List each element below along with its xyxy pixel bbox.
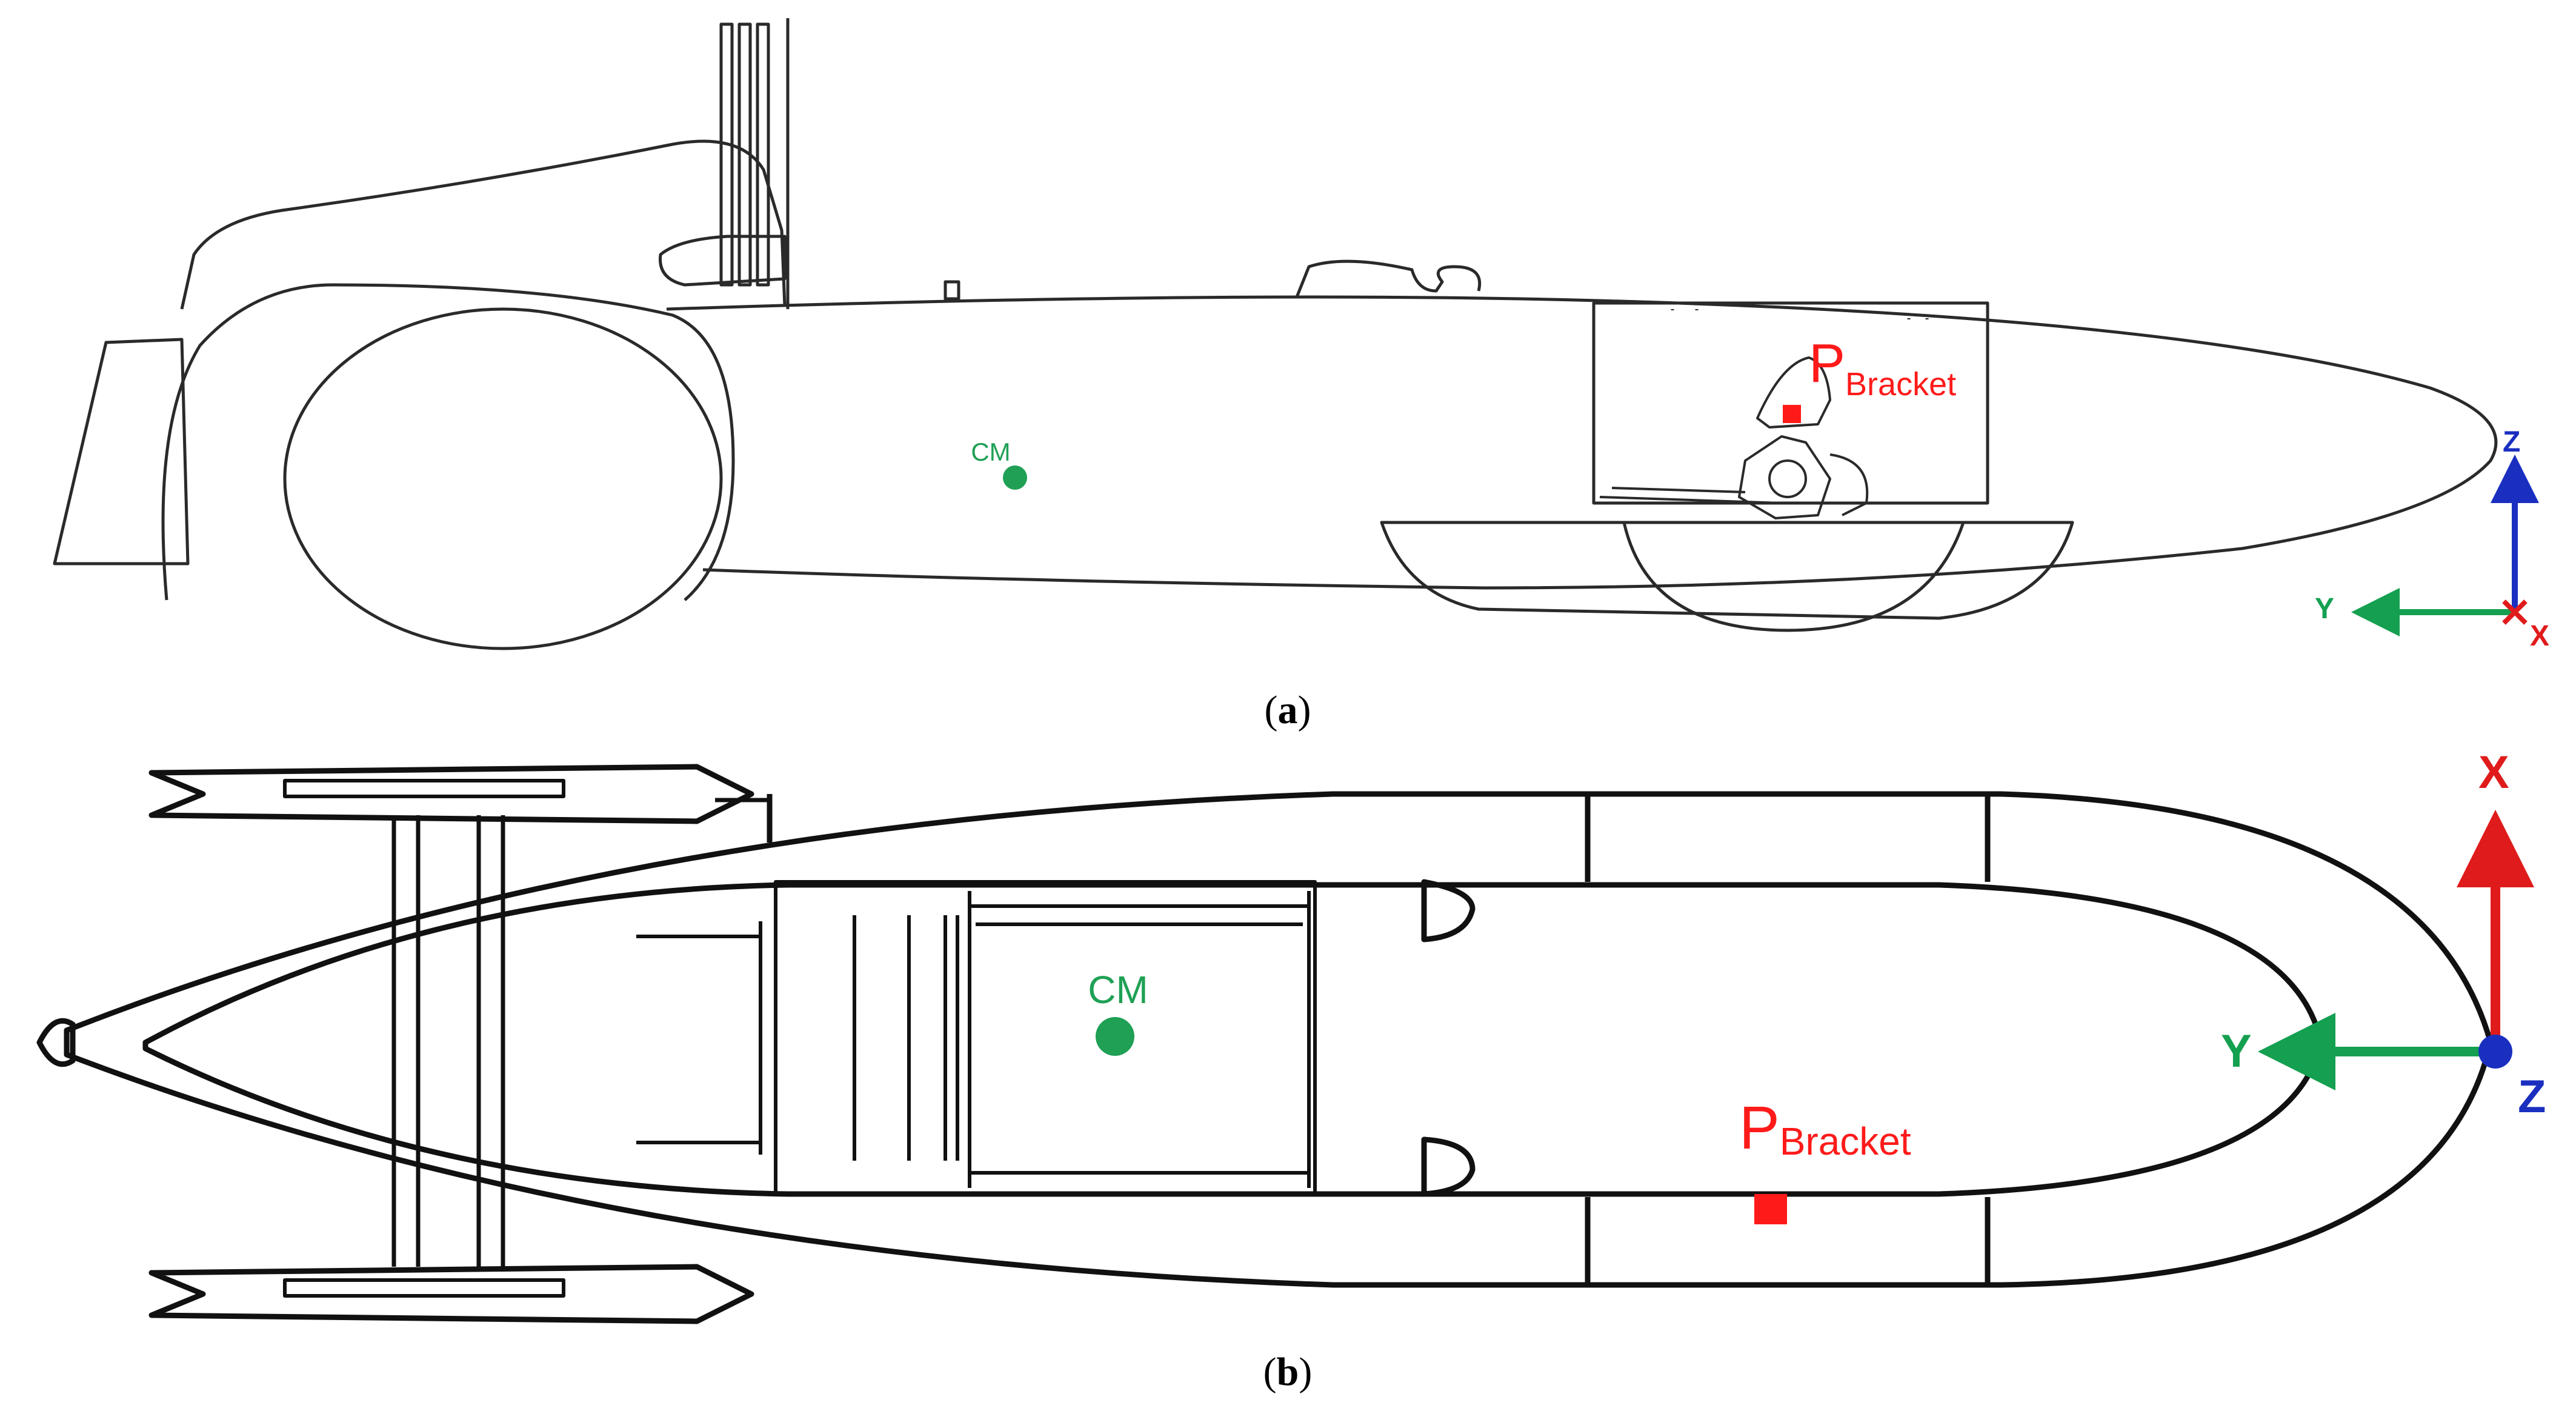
caption-b-close: ): [1299, 1350, 1312, 1394]
front-wheel: [1622, 522, 1965, 632]
main-body: [666, 295, 2498, 590]
canopy: [1295, 259, 1481, 298]
pedal-cap-bottom: [1421, 1136, 1476, 1197]
caption-a-open: (: [1265, 688, 1278, 732]
front-wheel-fairing: [1380, 521, 2074, 620]
upper-fairing: [180, 139, 787, 310]
outer-body: [64, 791, 2494, 1288]
pbracket-sub-a: Bracket: [1845, 366, 1956, 402]
caption-a: (a): [1265, 688, 1311, 732]
caption-b-open: (: [1263, 1350, 1277, 1394]
nose-tip: [36, 1018, 76, 1067]
mirror: [944, 280, 960, 301]
roll-bar-antennas: [719, 18, 790, 309]
chassis-frame: [636, 880, 1317, 1196]
steering-mechanism: [1599, 356, 1869, 519]
bracket-marker-icon: [1783, 405, 1801, 423]
panel-a-side-view: [53, 18, 2498, 650]
pedal-cap-top: [1421, 879, 1476, 942]
front-hatch: [1592, 301, 1989, 505]
panel-b-top-view: [36, 764, 2494, 1324]
caption-b: (b): [1263, 1350, 1313, 1394]
cm-marker-icon: [1003, 465, 1027, 490]
axis-label-y-a: Y: [2315, 593, 2334, 625]
rear-wheel-arch: [161, 283, 735, 601]
pbracket-main-a: P: [1809, 333, 1845, 394]
cm-label-b: CM: [1088, 968, 1148, 1012]
cm-label-a: CM: [971, 438, 1010, 466]
headrest: [659, 235, 787, 287]
axis-label-y-b: Y: [2221, 1026, 2252, 1077]
rear-pod-bottom: [148, 1264, 754, 1324]
caption-b-letter: b: [1277, 1350, 1299, 1394]
axis-label-z-b: Z: [2518, 1071, 2546, 1122]
axis-label-x-a: X: [2530, 620, 2549, 652]
axis-triad-icon: [2351, 455, 2539, 636]
axis-label-z-a: Z: [2503, 426, 2520, 458]
rear-wheel: [283, 307, 723, 650]
cm-marker-b-icon: [1096, 1017, 1134, 1056]
bracket-marker-b-icon: [1754, 1194, 1787, 1224]
rear-wing: [53, 338, 190, 565]
inner-body: [142, 882, 2324, 1197]
pbracket-label-b: PBracket: [1739, 1094, 1911, 1163]
caption-a-close: ): [1298, 688, 1311, 732]
rear-pod-top: [148, 764, 754, 824]
pbracket-sub-b: Bracket: [1780, 1119, 1911, 1163]
pbracket-label-a: PBracket: [1809, 333, 1956, 402]
axis-label-x-b: X: [2478, 747, 2509, 798]
caption-a-letter: a: [1278, 688, 1298, 732]
axis-triad-b-icon: [2258, 810, 2534, 1090]
pbracket-main-b: P: [1739, 1094, 1780, 1162]
